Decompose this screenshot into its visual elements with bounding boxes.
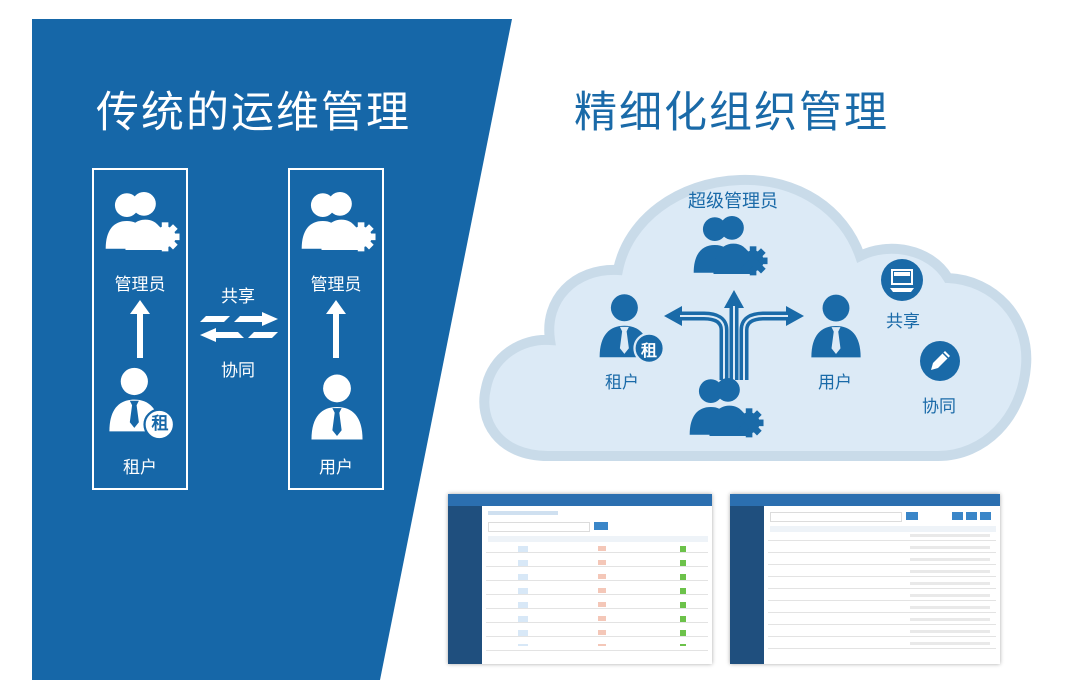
share-arrows-icon <box>200 312 278 342</box>
admin-console-thumbnail <box>448 494 712 664</box>
up-arrow-icon <box>130 300 150 358</box>
tenant-badge: 租 <box>151 414 169 434</box>
super-admin-label: 超级管理员 <box>688 191 778 212</box>
cloud-collab-label: 协同 <box>922 397 956 417</box>
up-arrow-icon <box>326 300 346 358</box>
collab-label: 协同 <box>221 361 255 381</box>
distribution-arrows-icon <box>664 290 804 380</box>
user-person-icon <box>308 372 366 442</box>
super-admin-icon <box>688 212 768 278</box>
cloud-tenant-label: 租户 <box>605 373 639 393</box>
cloud-admin-icon <box>684 374 764 440</box>
cloud-share-label: 共享 <box>886 312 920 332</box>
user-label: 用户 <box>319 458 353 478</box>
left-title: 传统的运维管理 <box>96 88 411 138</box>
share-label: 共享 <box>221 287 255 307</box>
log-console-thumbnail <box>730 494 1000 664</box>
tenant-person-icon <box>109 367 174 441</box>
left-panel-background <box>32 19 512 680</box>
admin-label: 管理员 <box>114 275 166 295</box>
share-computer-icon <box>881 259 923 301</box>
cloud-user-label: 用户 <box>818 373 852 393</box>
edit-pencil-icon <box>920 341 960 381</box>
traditional-group-right <box>288 168 384 490</box>
cloud-tenant-badge: 租 <box>640 341 657 360</box>
right-title: 精细化组织管理 <box>574 88 889 138</box>
traditional-group-left <box>92 168 188 490</box>
cloud-tenant-icon <box>599 294 664 364</box>
tenant-label: 租户 <box>123 458 157 478</box>
admin-label: 管理员 <box>310 275 362 295</box>
admin-gear-icon <box>100 188 180 254</box>
admin-gear-icon <box>296 188 376 254</box>
